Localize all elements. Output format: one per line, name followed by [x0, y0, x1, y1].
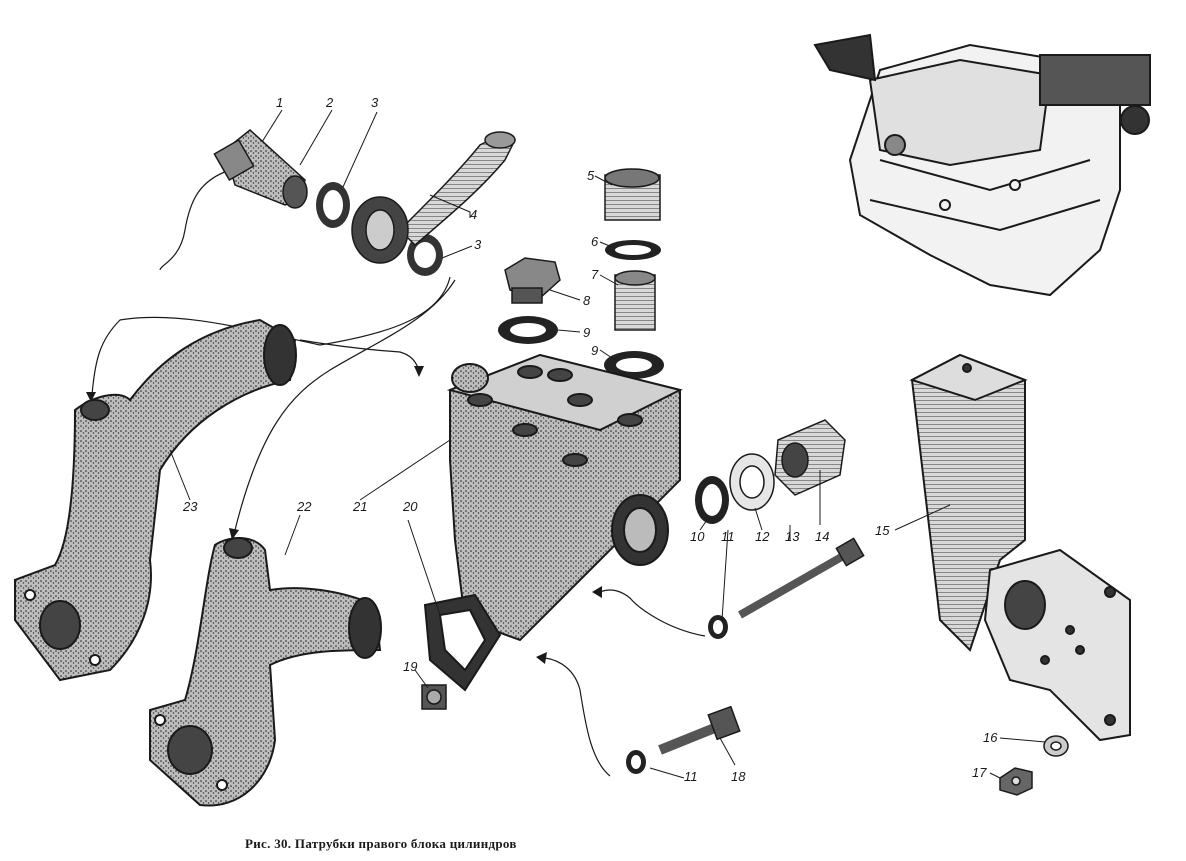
leader-lines: [91, 169, 706, 777]
part-4-banjo-tube: [351, 131, 517, 264]
figure-caption: Рис. 30. Патрубки правого блока цилиндро…: [245, 836, 517, 851]
callout-3-upper: 3: [371, 95, 379, 110]
part-20-gasket: [423, 593, 502, 692]
part-1-2-union-fitting: [213, 129, 308, 209]
callout-10: 10: [690, 529, 705, 544]
part-8-plug: [504, 257, 561, 304]
callout-14: 14: [815, 529, 830, 544]
callout-15: 15: [875, 523, 890, 538]
engine-block-illustration: [813, 33, 1151, 297]
callout-11-upper: 11: [721, 529, 735, 544]
callout-6: 6: [591, 234, 599, 249]
part-18-bolt: [658, 705, 741, 755]
callout-16: 16: [983, 730, 998, 745]
part-16-lock-washer: [1043, 735, 1069, 757]
leader-arrowheads: [86, 366, 602, 664]
callout-11-lower: 11: [684, 769, 698, 784]
part-9-washer-left: [498, 316, 558, 344]
callout-7: 7: [591, 267, 599, 282]
callout-18: 18: [731, 769, 746, 784]
part-9-washer-right: [604, 351, 664, 379]
part-12-lock-plate: [729, 453, 775, 511]
callout-13: 13: [785, 529, 800, 544]
callout-20: 20: [403, 499, 418, 514]
part-7-union: [614, 270, 656, 331]
part-11-ring-upper: [708, 615, 728, 639]
callout-21: 21: [353, 499, 368, 514]
part-6-washer: [605, 240, 661, 260]
callout-19: 19: [403, 659, 418, 674]
part-13-long-bolt: [738, 537, 865, 619]
part-19-nut: [421, 684, 447, 710]
callout-1: 1: [276, 95, 284, 110]
callout-leaders: [169, 109, 1046, 779]
callout-2: 2: [326, 95, 334, 110]
callout-8: 8: [583, 293, 591, 308]
callout-3-lower: 3: [474, 237, 482, 252]
callout-9-right: 9: [591, 343, 599, 358]
part-14-union: [774, 419, 846, 496]
callout-17: 17: [972, 765, 987, 780]
part-22-pipe: [149, 537, 382, 807]
part-17-nut: [999, 767, 1033, 796]
callout-23: 23: [183, 499, 198, 514]
part-21-manifold-housing: [446, 353, 683, 642]
part-23-pipe: [14, 318, 297, 682]
callout-4: 4: [470, 207, 478, 222]
part-5-cap-nut: [604, 168, 661, 221]
callout-12: 12: [755, 529, 770, 544]
callout-5: 5: [587, 168, 595, 183]
part-15-bracket: [909, 353, 1131, 742]
part-11-ring-lower: [626, 750, 646, 774]
part-3-washer-upper: [316, 182, 350, 228]
callout-9-left: 9: [583, 325, 591, 340]
part-10-ring: [695, 476, 729, 524]
callout-22: 22: [297, 499, 312, 514]
